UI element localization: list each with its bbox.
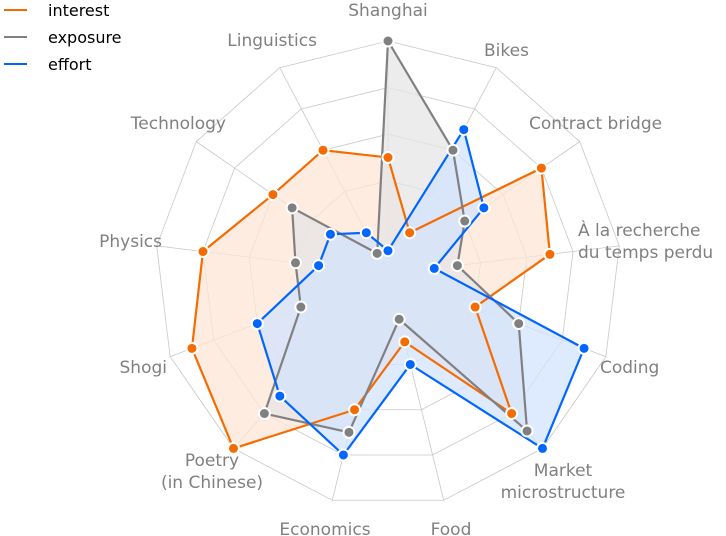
grid-ring (202, 87, 574, 456)
category-label: Food (431, 520, 472, 536)
point-effort-12 (359, 226, 373, 240)
point-exposure-1 (446, 143, 460, 157)
point-effort-0 (381, 244, 395, 258)
point-effort-6 (403, 357, 417, 371)
point-exposure-9 (294, 300, 308, 314)
category-label: Poetry (185, 451, 239, 471)
category-label: microstructure (501, 483, 626, 503)
point-exposure-2 (458, 214, 472, 228)
category-label: Technology (130, 114, 226, 134)
series-points (185, 34, 591, 462)
point-effort-4 (577, 341, 591, 355)
point-interest-1 (403, 226, 417, 240)
category-label: Linguistics (227, 31, 317, 51)
point-exposure-11 (285, 201, 299, 215)
category-label: Physics (99, 232, 162, 252)
category-label: Shanghai (348, 1, 427, 21)
point-effort-9 (250, 317, 264, 331)
legend-item-exposure: exposure (4, 28, 122, 47)
point-exposure-12 (370, 246, 384, 260)
legend: interest exposure effort (4, 1, 122, 74)
category-label: Economics (279, 520, 370, 536)
category-label: Coding (600, 358, 659, 378)
point-interest-12 (316, 143, 330, 157)
point-effort-2 (477, 201, 491, 215)
point-effort-3 (427, 261, 441, 275)
point-effort-5 (536, 441, 550, 455)
point-exposure-3 (450, 259, 464, 273)
category-label: Shogi (120, 358, 167, 378)
category-label: À la recherche (578, 219, 700, 241)
point-interest-5 (505, 407, 519, 421)
point-interest-8 (226, 441, 240, 455)
point-exposure-10 (288, 256, 302, 270)
point-effort-7 (336, 448, 350, 462)
point-interest-0 (381, 151, 395, 164)
legend-item-interest: interest (4, 1, 109, 20)
point-effort-11 (323, 227, 337, 241)
point-exposure-8 (257, 407, 271, 421)
legend-item-effort: effort (4, 55, 92, 74)
point-effort-10 (312, 259, 326, 273)
point-interest-6 (398, 335, 412, 349)
point-interest-10 (196, 245, 210, 259)
legend-label: interest (48, 1, 109, 20)
point-interest-9 (185, 341, 199, 355)
series-line-exposure (263, 39, 529, 434)
point-interest-2 (534, 161, 548, 175)
legend-label: exposure (48, 28, 122, 47)
point-exposure-6 (392, 312, 406, 326)
grid-ring (156, 40, 620, 501)
point-exposure-7 (342, 425, 356, 439)
series-fill-effort (257, 129, 585, 455)
category-label: Bikes (484, 41, 529, 61)
point-exposure-4 (512, 317, 526, 331)
category-label: Market (534, 461, 593, 481)
legend-label: effort (48, 55, 92, 74)
point-interest-3 (543, 247, 557, 261)
point-effort-1 (457, 123, 471, 137)
point-effort-8 (273, 389, 287, 403)
category-label: du temps perdu (578, 243, 713, 263)
point-exposure-0 (381, 34, 395, 48)
point-interest-11 (266, 188, 280, 202)
category-label: (in Chinese) (161, 473, 263, 493)
point-interest-4 (468, 300, 482, 314)
point-interest-7 (348, 403, 362, 417)
category-label: Contract bridge (529, 114, 662, 134)
point-exposure-5 (520, 424, 534, 438)
series-line-interest (190, 149, 552, 450)
